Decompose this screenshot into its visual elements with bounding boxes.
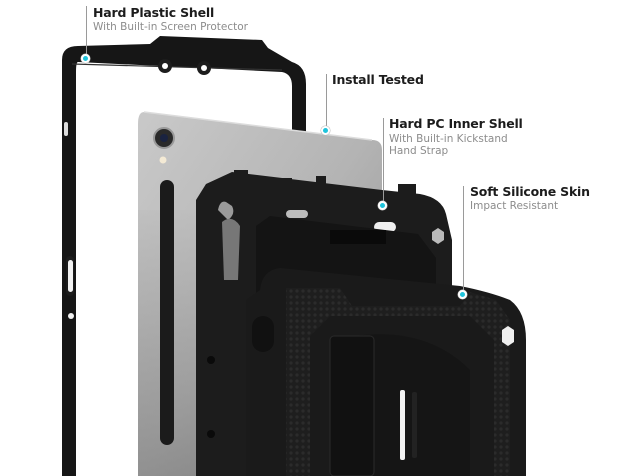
callout-title: Install Tested (332, 72, 424, 87)
callout-dot (458, 290, 467, 299)
callout-subtitle-line-2: Hand Strap (389, 145, 449, 157)
callout-dot (81, 54, 90, 63)
leader-line (326, 74, 327, 130)
callout-title: Hard Plastic Shell (93, 5, 215, 20)
callout-dot (321, 126, 330, 135)
leader-line (86, 6, 87, 58)
stylus-pen (160, 180, 174, 445)
callout-subtitle: Impact Resistant (470, 200, 559, 212)
soft-silicone-skin (246, 268, 526, 476)
callout-title: Hard PC Inner Shell (389, 116, 523, 131)
callout-dot (378, 201, 387, 210)
hard-plastic-shell-frame (62, 36, 306, 476)
leader-line (463, 186, 464, 294)
leader-line (383, 118, 384, 206)
callout-title: Soft Silicone Skin (470, 184, 590, 199)
callout-subtitle: With Built-in Screen Protector (93, 21, 248, 33)
callout-subtitle-line-1: With Built-in Kickstand (389, 133, 508, 145)
